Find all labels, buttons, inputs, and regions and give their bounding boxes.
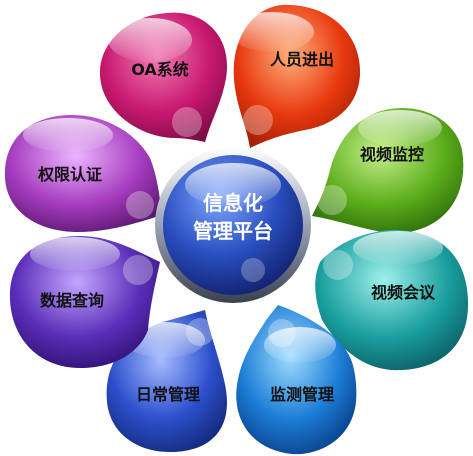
center-title-line1: 信息化 — [203, 191, 263, 215]
petal-oa-system[interactable]: OA系统 — [99, 12, 228, 142]
petal-video-surveillance[interactable]: 视频监控 — [312, 108, 464, 233]
petal-data-query[interactable]: 数据查询 — [9, 236, 161, 368]
petal-label: 数据查询 — [40, 291, 104, 310]
petal-label: OA系统 — [131, 60, 189, 79]
petal-label: 视频监控 — [360, 145, 424, 164]
petal-permission-auth[interactable]: 权限认证 — [4, 115, 163, 232]
center-hub[interactable]: 信息化 管理平台 — [155, 147, 311, 303]
petal-label: 视频会议 — [371, 283, 436, 302]
petal-label: 权限认证 — [37, 165, 102, 184]
petal-label: 人员进出 — [270, 50, 334, 69]
center-title-line2: 管理平台 — [193, 219, 273, 243]
petal-label: 日常管理 — [136, 385, 200, 404]
petal-video-conference[interactable]: 视频会议 — [315, 230, 469, 371]
petal-label: 监测管理 — [270, 385, 334, 404]
petal-monitoring-management[interactable]: 监测管理 — [236, 305, 357, 455]
petal-personnel-access[interactable]: 人员进出 — [230, 4, 361, 149]
